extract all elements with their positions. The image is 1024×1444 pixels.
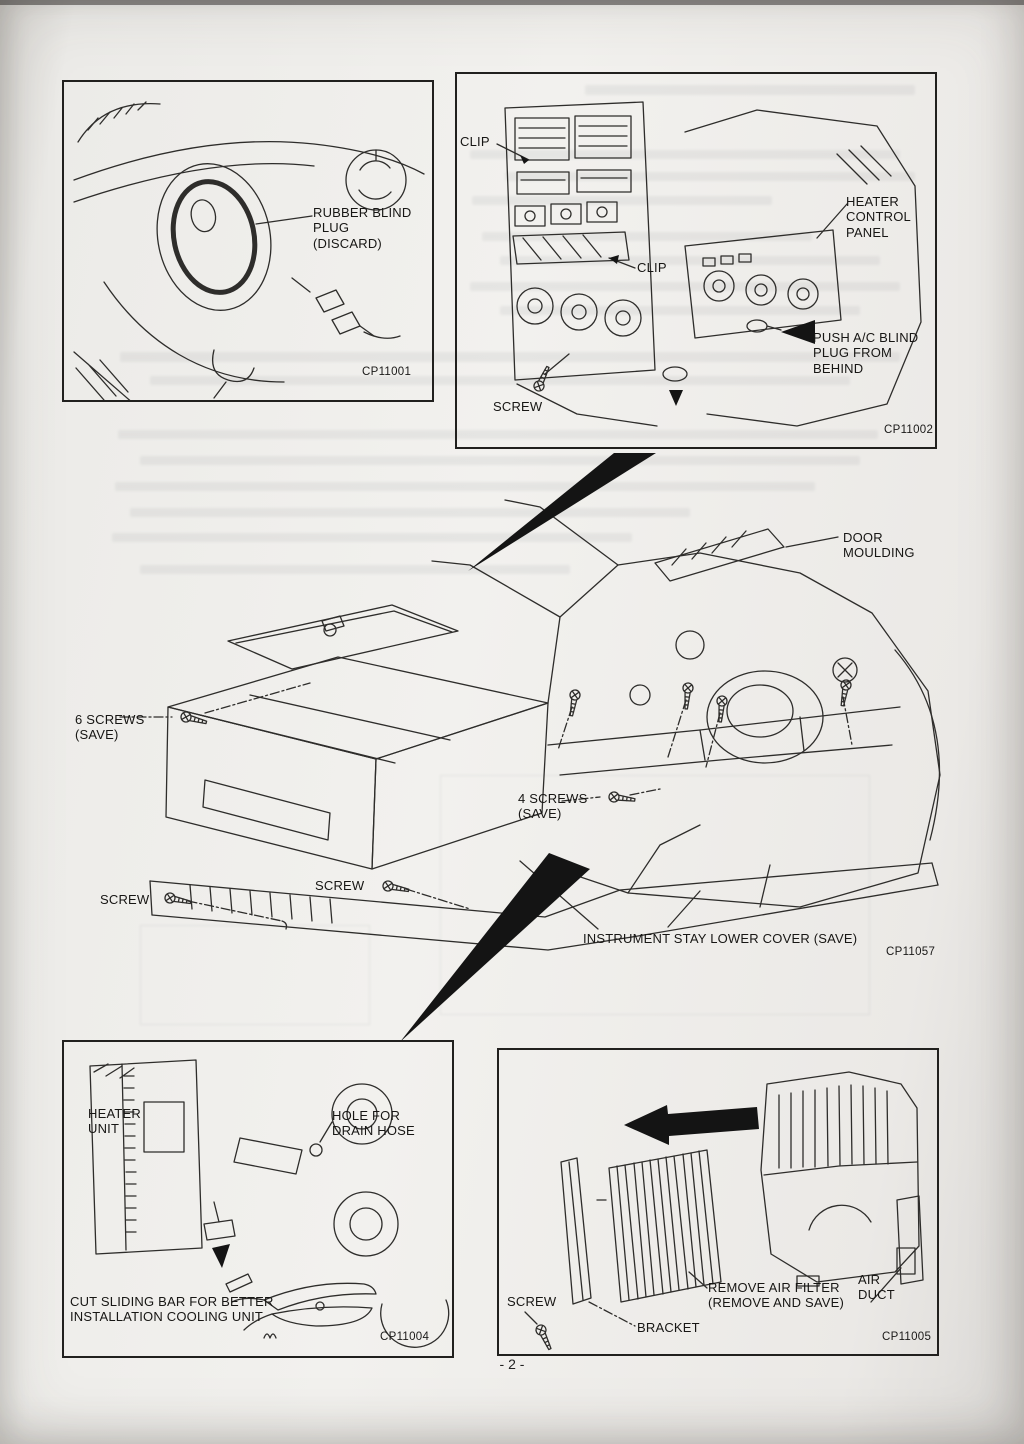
label-four-screws: 4 SCREWS (SAVE) [518, 791, 588, 822]
bleedthrough-line [500, 306, 860, 315]
bleedthrough-box [440, 775, 870, 1015]
fig2-linework [496, 101, 922, 427]
bleedthrough-line [140, 456, 860, 465]
fig1-linework [73, 101, 425, 400]
fig3-illustration [119, 453, 941, 1042]
label-door-moulding: DOOR MOULDING [843, 530, 915, 561]
label-screw-mid: SCREW [315, 878, 365, 893]
label-hole-for-drain-hose: HOLE FOR DRAIN HOSE [332, 1108, 415, 1139]
figure-code-2: CP11002 [884, 424, 934, 436]
figure-panel-5 [497, 1048, 939, 1356]
bleedthrough-box [140, 925, 370, 1025]
label-heater-control-panel: HEATER CONTROL PANEL [846, 194, 911, 240]
scan-edge-artifact [0, 0, 1024, 5]
label-push-ac-blind-plug: PUSH A/C BLIND PLUG FROM BEHIND [813, 330, 919, 376]
page-number: - 2 - [499, 1356, 525, 1372]
label-screw-fig2: SCREW [493, 399, 543, 414]
fig5-illustration [524, 1071, 924, 1352]
label-bracket: BRACKET [637, 1320, 700, 1335]
bleedthrough-line [585, 85, 915, 95]
fig5-remove-arrow [624, 1105, 759, 1145]
figure-code-1: CP11001 [362, 366, 412, 378]
fig2-illustration [496, 101, 922, 427]
label-clip-top: CLIP [460, 134, 490, 149]
label-instrument-stay-lower-cover: INSTRUMENT STAY LOWER COVER (SAVE) [583, 931, 858, 946]
bleedthrough-line [472, 196, 772, 205]
label-six-screws: 6 SCREWS (SAVE) [75, 712, 145, 743]
bleedthrough-line [115, 482, 815, 491]
fig5-linework [524, 1071, 924, 1352]
label-screw-fig5: SCREW [507, 1294, 557, 1309]
bleedthrough-line [140, 565, 570, 574]
bleedthrough-line [150, 376, 850, 385]
bleedthrough-line [505, 172, 915, 181]
bleedthrough-line [118, 430, 878, 439]
fig1-illustration [73, 101, 425, 400]
bleedthrough-line [470, 282, 900, 291]
bleedthrough-line [470, 150, 900, 159]
bleedthrough-line [500, 256, 880, 265]
label-clip-mid: CLIP [637, 260, 667, 275]
fig4-arrows [212, 1244, 230, 1268]
bleedthrough-line [130, 508, 690, 517]
fig4-illustration [89, 1059, 450, 1348]
label-remove-air-filter: REMOVE AIR FILTER (REMOVE AND SAVE) [708, 1280, 845, 1311]
figure-panel-1 [62, 80, 434, 402]
figure-code-5: CP11005 [882, 1331, 932, 1343]
figure-code-3: CP11057 [886, 946, 936, 958]
bleedthrough-line [120, 352, 900, 362]
bleedthrough-line [112, 533, 632, 542]
figure-code-4: CP11004 [380, 1331, 430, 1343]
label-cut-sliding-bar: CUT SLIDING BAR FOR BETTER INSTALLATION … [70, 1294, 274, 1325]
pointer-arrow-bottom [400, 853, 590, 1042]
pointer-arrow-top [468, 453, 656, 571]
fig3-pointer-arrows [400, 453, 656, 1042]
fig3-linework [119, 499, 941, 951]
bleedthrough-line [482, 232, 812, 241]
fig4-linework [89, 1059, 450, 1348]
figure-panel-2 [455, 72, 937, 449]
label-rubber-blind-plug: RUBBER BLIND PLUG (DISCARD) [313, 205, 412, 251]
label-heater-unit: HEATER UNIT [88, 1106, 141, 1137]
fig2-arrows [520, 155, 815, 406]
figure-panel-4 [62, 1040, 454, 1358]
label-screw-left: SCREW [100, 892, 150, 907]
label-air-duct: AIR DUCT [858, 1272, 895, 1303]
